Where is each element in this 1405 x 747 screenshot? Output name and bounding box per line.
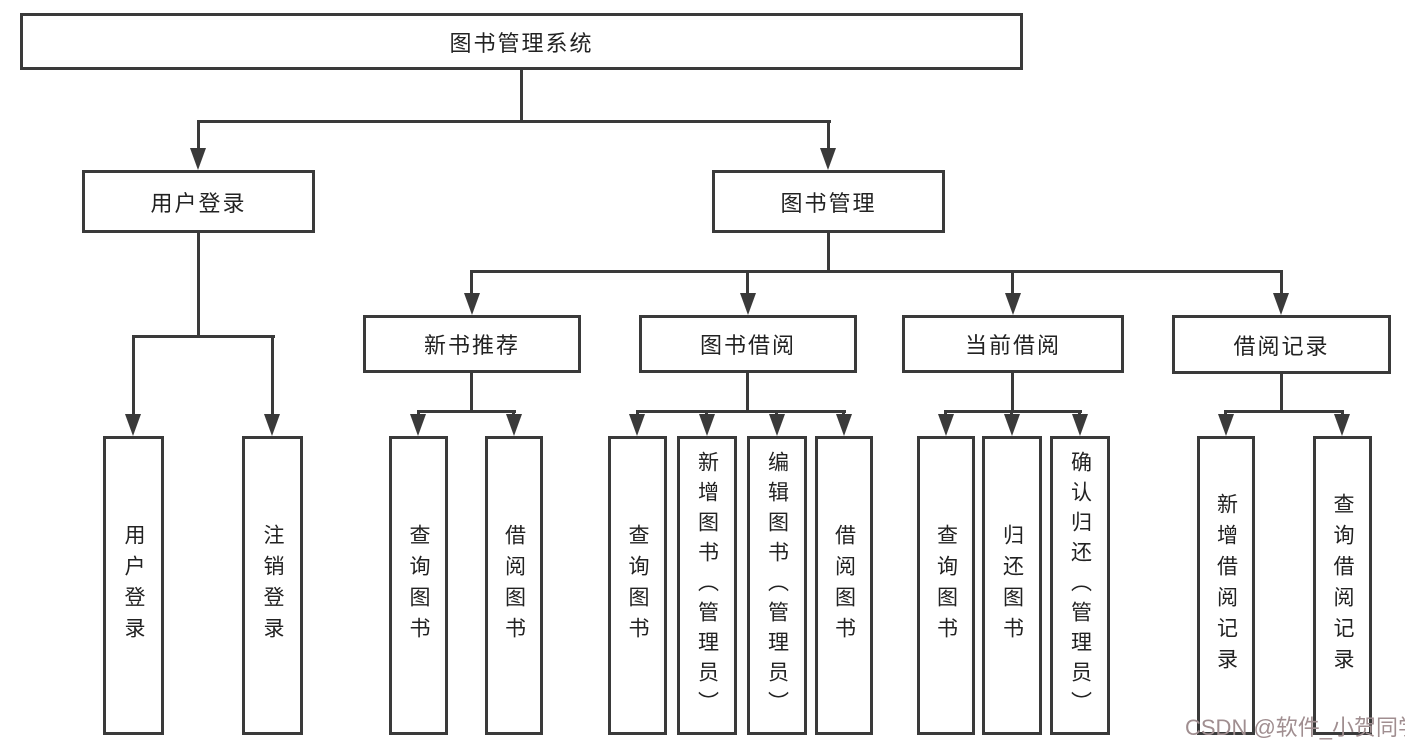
connector-vline [470, 270, 473, 295]
connector-hline [417, 410, 516, 413]
connector-hline [470, 270, 1283, 273]
connector-vline [746, 372, 749, 413]
connector-vline [827, 233, 830, 273]
leaf-return-books: 归还图书 [982, 436, 1042, 735]
connector-vline [197, 233, 200, 337]
connector-vline [1280, 374, 1283, 413]
arrowhead-down-icon [769, 414, 785, 436]
leaf-query-books: 查询图书 [608, 436, 667, 735]
connector-vline [1011, 270, 1014, 295]
arrowhead-down-icon [1004, 414, 1020, 436]
connector-hline [944, 410, 1082, 413]
section-current-borrow: 当前借阅 [902, 315, 1124, 373]
arrowhead-down-icon [699, 414, 715, 436]
arrowhead-down-icon [740, 293, 756, 315]
arrowhead-down-icon [938, 414, 954, 436]
connector-hline [636, 410, 846, 413]
csdn-watermark: CSDN @软件_小贺同学 [1185, 715, 1405, 740]
arrowhead-down-icon [836, 414, 852, 436]
node-user-login: 用户登录 [82, 170, 315, 233]
connector-hline [132, 335, 275, 338]
leaf-borrow-books: 借阅图书 [485, 436, 543, 735]
arrowhead-down-icon [464, 293, 480, 315]
arrowhead-down-icon [1072, 414, 1088, 436]
connector-vline [520, 69, 523, 123]
leaf-add-books-admin: 新增图书（管理员） [677, 436, 737, 735]
leaf-logout: 注销登录 [242, 436, 303, 735]
arrowhead-down-icon [1334, 414, 1350, 436]
leaf-query-books: 查询图书 [389, 436, 448, 735]
node-book-management: 图书管理 [712, 170, 945, 233]
section-book-borrow: 图书借阅 [639, 315, 857, 373]
connector-vline [1011, 372, 1014, 413]
arrowhead-down-icon [629, 414, 645, 436]
leaf-borrow-books: 借阅图书 [815, 436, 873, 735]
arrowhead-down-icon [125, 414, 141, 436]
section-borrow-records: 借阅记录 [1172, 315, 1391, 374]
leaf-add-borrow-record: 新增借阅记录 [1197, 436, 1255, 735]
root-node-library-system: 图书管理系统 [20, 13, 1023, 70]
arrowhead-down-icon [1005, 293, 1021, 315]
connector-hline [1224, 410, 1344, 413]
connector-hline [197, 120, 831, 123]
arrowhead-down-icon [410, 414, 426, 436]
connector-vline [271, 335, 274, 415]
leaf-query-borrow-record: 查询借阅记录 [1313, 436, 1372, 735]
connector-vline [827, 120, 830, 150]
connector-vline [132, 335, 135, 415]
connector-vline [746, 270, 749, 295]
arrowhead-down-icon [1273, 293, 1289, 315]
connector-vline [197, 120, 200, 150]
section-new-book-recommend: 新书推荐 [363, 315, 581, 373]
arrowhead-down-icon [820, 148, 836, 170]
leaf-confirm-return-admin: 确认归还（管理员） [1050, 436, 1110, 735]
arrowhead-down-icon [264, 414, 280, 436]
leaf-edit-books-admin: 编辑图书（管理员） [747, 436, 807, 735]
arrowhead-down-icon [506, 414, 522, 436]
leaf-user-login: 用户登录 [103, 436, 164, 735]
leaf-query-books: 查询图书 [917, 436, 975, 735]
arrowhead-down-icon [1218, 414, 1234, 436]
arrowhead-down-icon [190, 148, 206, 170]
connector-vline [470, 372, 473, 413]
connector-vline [1280, 270, 1283, 295]
